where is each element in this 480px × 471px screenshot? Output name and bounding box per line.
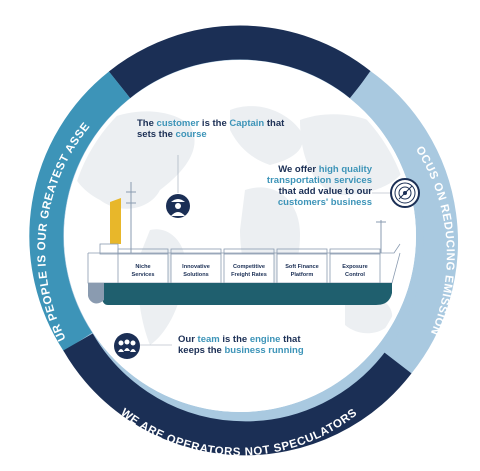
callout-services-text-1: We offer [278, 164, 319, 175]
outer-ring [22, 18, 458, 456]
hold-label-3b: Freight Rates [231, 272, 267, 278]
callout-services-text-2: that add value to our [278, 186, 372, 197]
callout-team: Our team is the engine that keeps the bu… [178, 334, 328, 356]
callout-captain: The customer is the Captain that sets th… [137, 118, 297, 140]
leader-lines [140, 155, 390, 346]
hold-label-1a: Niche [135, 264, 150, 270]
hold-label-3a: Competitive [233, 264, 265, 270]
callout-captain-text-1: The [137, 118, 157, 129]
callout-captain-text-2: is the [199, 118, 230, 129]
callout-team-text-2: is the [219, 334, 250, 345]
ship: Niche Services Innovative Solutions Comp… [87, 182, 401, 305]
callout-team-highlight-3: business running [224, 345, 304, 356]
ring-segment-right [350, 70, 458, 374]
hold-label-4b: Platform [291, 272, 314, 278]
callout-captain-highlight-3: course [175, 129, 207, 140]
callout-services-highlight-1: high quality transportation services [266, 164, 372, 186]
callout-team-highlight-1: team [197, 334, 220, 345]
ship-stern [88, 283, 104, 304]
hold-label-4a: Soft Finance [285, 264, 319, 270]
ship-funnel [110, 198, 121, 244]
callout-team-highlight-2: engine [249, 334, 281, 345]
hold-label-2a: Innovative [182, 264, 210, 270]
callout-captain-highlight-1: customer [156, 118, 200, 129]
ring-segment-top [108, 25, 372, 99]
ring-segment-bottom [63, 333, 412, 456]
hold-label-1b: Services [131, 272, 154, 278]
hold-label-5b: Control [345, 272, 365, 278]
callout-captain-highlight-2: Captain [229, 118, 265, 129]
callout-captain-text-3: that sets the [137, 118, 285, 140]
hold-box-1 [117, 253, 169, 284]
hold-box-2 [170, 253, 222, 284]
hold-label-2b: Solutions [183, 272, 208, 278]
target-icon [390, 178, 420, 208]
callout-team-text-3: that keeps the [178, 334, 301, 356]
hold-box-5 [329, 253, 381, 284]
ship-hull [101, 283, 393, 305]
ring-segment-left [29, 71, 131, 352]
callout-services-highlight-2: customers' business [277, 197, 372, 208]
captain-icon [166, 194, 190, 218]
callout-team-text-1: Our [178, 334, 198, 345]
callout-services: We offer high quality transportation ser… [254, 164, 372, 208]
team-icon [114, 333, 140, 359]
hold-label-5a: Exposure [342, 264, 368, 270]
